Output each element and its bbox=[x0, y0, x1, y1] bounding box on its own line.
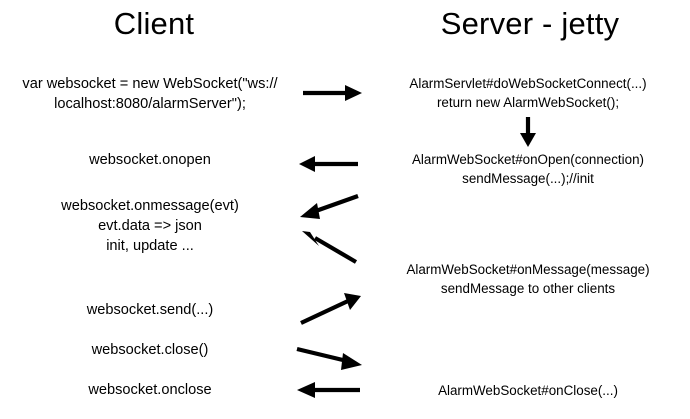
server-step-onmessage: AlarmWebSocket#onMessage(message) sendMe… bbox=[406, 262, 650, 296]
arrow-send-icon bbox=[300, 293, 361, 325]
arrow-servlet-to-socket-icon bbox=[520, 117, 536, 147]
client-step-close: websocket.close() bbox=[91, 342, 209, 358]
arrow-onopen-icon bbox=[299, 156, 358, 172]
arrow-onclose-icon bbox=[297, 382, 360, 398]
arrow-update-message-icon bbox=[302, 231, 358, 264]
arrow-connect-icon bbox=[303, 85, 362, 101]
server-step-do-websocket-connect: AlarmServlet#doWebSocketConnect(...) ret… bbox=[409, 76, 647, 110]
client-step-onmessage: websocket.onmessage(evt) evt.data => jso… bbox=[61, 198, 239, 254]
server-step-onclose: AlarmWebSocket#onClose(...) bbox=[438, 383, 618, 398]
arrow-close-icon bbox=[296, 346, 362, 370]
server-step-onopen: AlarmWebSocket#onOpen(connection) sendMe… bbox=[412, 152, 644, 186]
client-step-onclose: websocket.onclose bbox=[88, 382, 212, 398]
client-step-onopen: websocket.onopen bbox=[89, 152, 211, 168]
arrow-init-message-icon bbox=[300, 194, 359, 219]
column-title-client: Client bbox=[113, 6, 195, 41]
client-step-connect: var websocket = new WebSocket("ws:// loc… bbox=[22, 76, 278, 112]
client-step-send: websocket.send(...) bbox=[86, 302, 214, 318]
column-title-server: Server - jetty bbox=[440, 6, 620, 41]
